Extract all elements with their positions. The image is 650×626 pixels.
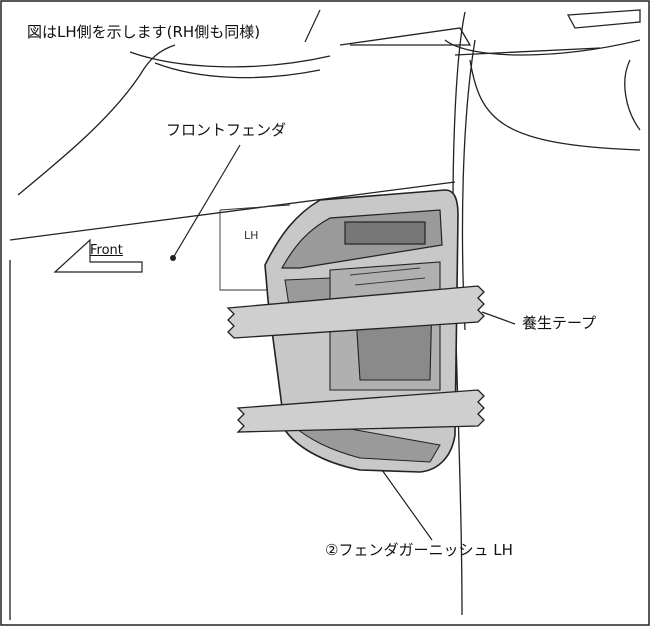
fender-garnish-label: ②フェンダガーニッシュ LH bbox=[325, 541, 513, 559]
side-marker-label: LH bbox=[244, 229, 259, 242]
front-arrow-label: Front bbox=[90, 243, 123, 258]
masking-tape-upper bbox=[226, 285, 485, 339]
front-fender-label: フロントフェンダ bbox=[166, 121, 287, 139]
leader-lines bbox=[170, 9, 516, 541]
vehicle-body-outline bbox=[9, 9, 641, 620]
curing-tape-label: 養生テープ bbox=[522, 314, 597, 332]
lh-marker-box bbox=[219, 204, 291, 291]
front-arrow bbox=[53, 238, 143, 273]
masking-tape-lower bbox=[236, 389, 485, 433]
note-label: 図はLH側を示します(RH側も同様) bbox=[25, 23, 263, 41]
